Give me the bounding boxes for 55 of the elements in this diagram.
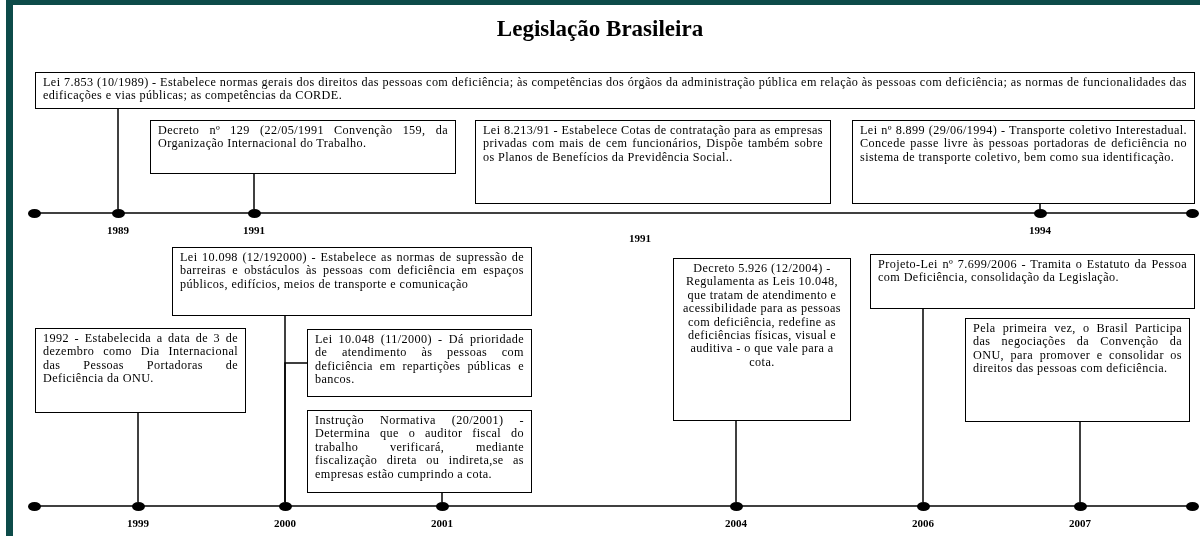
timeline-dot [1033,208,1047,218]
event-text: Lei 10.048 (11/2000) - Dá prioridade de atendimento às pessoas com deficiência em repartições públicas e bancos. [315,333,524,387]
timeline-dot [435,501,449,511]
leader-line [284,362,308,503]
leader-line [735,420,737,503]
event-box [852,120,1195,204]
timeline-dot [27,208,41,218]
event-box [307,410,532,493]
event-box [965,318,1190,422]
timeline-dot [1185,501,1199,511]
year-label: 1991 [629,232,651,244]
year-label: 2000 [274,517,296,529]
event-box [307,329,532,397]
year-label: 1989 [107,224,129,236]
year-label: 2006 [912,517,934,529]
timeline-dot [27,501,41,511]
event-text: 1992 - Estabelecida a data de 3 de dezembro como Dia Internacional das Pessoas Portadoras de Deficiência da ONU. [43,332,238,386]
event-text: Decreto nº 129 (22/05/1991 Convenção 159, da Organização Internacional do Trabalho. [158,124,448,151]
event-text: Lei nº 8.899 (29/06/1994) - Transporte coletivo Interestadual. Concede passe livre às pessoas portadoras de deficiência no sistema de transporte coletivo, bem como sua identificação. [860,124,1187,165]
timeline-dot [916,501,930,511]
leader-line [1079,421,1081,503]
event-box [673,258,851,421]
year-label: 1994 [1029,224,1051,236]
timeline-dot [729,501,743,511]
event-box [35,328,246,413]
leader-line [922,308,924,503]
timeline-dot [1185,208,1199,218]
leader-line [253,173,255,210]
timeline-dot [111,208,125,218]
event-text: Projeto-Lei nº 7.699/2006 - Tramita o Estatuto da Pessoa com Deficiência, consolidação da Legislação. [878,258,1187,285]
event-text: Lei 10.098 (12/192000) - Estabelece as normas de supressão de barreiras e obstáculos às pessoas com deficiência em espaços públicos, edifícios, meios de transporte e comunicação [180,251,524,292]
year-label: 2004 [725,517,747,529]
event-box [172,247,532,316]
timeline-dot [131,501,145,511]
year-label: 1991 [243,224,265,236]
year-label: 2001 [431,517,453,529]
timeline-dot [278,501,292,511]
event-box [870,254,1195,309]
title: Legislação Brasileira [495,16,705,42]
event-box [150,120,456,174]
event-text: Decreto 5.926 (12/2004) - Regulamenta as Leis 10.048, que tratam de atendimento e acessibilidade para as pessoas com deficiência, redefine as deficiências físicas, visual e auditiva - o que vale para a cota. [682,262,842,370]
event-text: Pela primeira vez, o Brasil Participa das negociações da Convenção da ONU, para promover e consolidar os direitos das pessoas com deficiência. [973,322,1182,376]
event-box [475,120,831,204]
leader-line [1039,203,1041,210]
leader-line [117,108,119,210]
year-label: 2007 [1069,517,1091,529]
event-box [35,72,1195,109]
timeline-dot [247,208,261,218]
year-label: 1999 [127,517,149,529]
leader-line [137,412,139,503]
leader-line [441,492,443,503]
event-text: Lei 7.853 (10/1989) - Estabelece normas gerais dos direitos das pessoas com deficiência; às competências dos órgãos da administração pública em relação às pessoas com deficiência; as normas de funcionalidades das edificações e vias públicas; as competências da CORDE. [43,76,1187,103]
event-text: Lei 8.213/91 - Estabelece Cotas de contratação para as empresas privadas com mais de cem funcionários, Dispõe também sobre os Planos de Benefícios da Previdência Social.. [483,124,823,165]
timeline-dot [1073,501,1087,511]
event-text: Instrução Normativa (20/2001) - Determina que o auditor fiscal do trabalho verificará, mediante fiscalização direta ou indireta,se as empresas estão cumprindo a cota. [315,414,524,482]
